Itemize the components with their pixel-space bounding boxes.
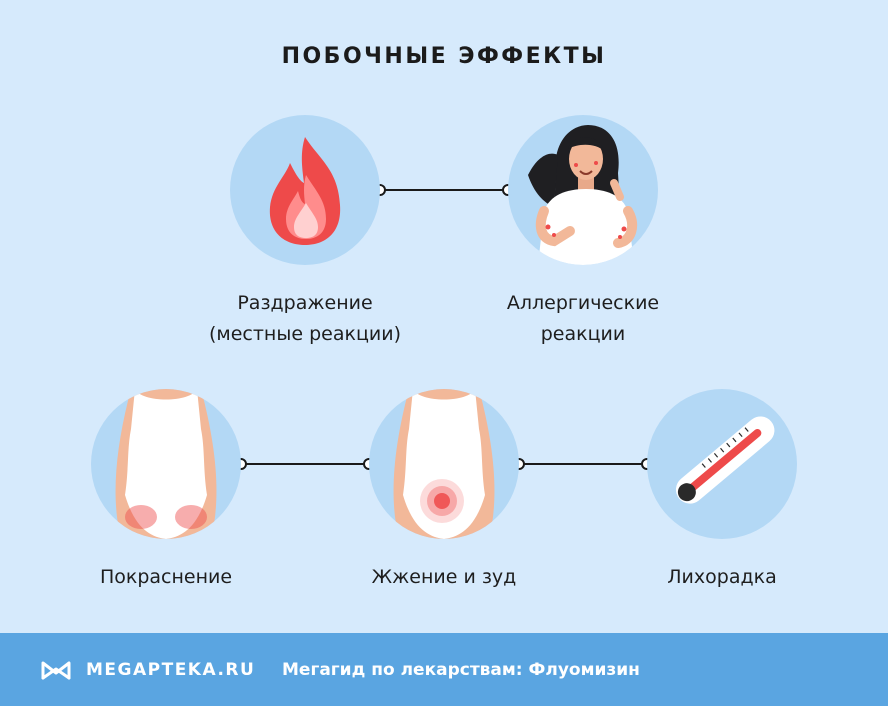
body-burning-icon bbox=[393, 389, 495, 539]
effect-fever-circle bbox=[647, 389, 797, 539]
effect-irritation-circle bbox=[230, 115, 380, 265]
body-redness-icon bbox=[115, 389, 217, 539]
footer-bar: MEGAPTEKA.RU Мегагид по лекарствам: Флуо… bbox=[0, 633, 888, 706]
fire-icon bbox=[269, 137, 341, 245]
megapteka-logo-icon bbox=[41, 661, 71, 679]
woman-allergy-icon bbox=[528, 125, 638, 265]
effect-fever-label: Лихорадка bbox=[667, 566, 777, 588]
effect-burning-label: Жжение и зуд bbox=[371, 566, 517, 588]
effect-irritation-label: Раздражение (местные реакции) bbox=[208, 292, 401, 345]
brand-name: MEGAPTEKA.RU bbox=[86, 659, 256, 680]
footer-tagline: Мегагид по лекарствам: Флуомизин bbox=[282, 659, 640, 680]
effect-allergy-label: Аллергические реакции bbox=[506, 292, 660, 345]
thermometer-icon bbox=[675, 416, 775, 504]
effect-redness-label: Покраснение bbox=[99, 566, 233, 588]
effect-allergy-circle bbox=[508, 115, 658, 265]
brand[interactable]: MEGAPTEKA.RU bbox=[40, 633, 255, 706]
page-title: ПОБОЧНЫЕ ЭФФЕКТЫ bbox=[281, 44, 607, 69]
effect-redness-circle bbox=[91, 389, 241, 539]
effect-burning-circle bbox=[369, 389, 519, 539]
